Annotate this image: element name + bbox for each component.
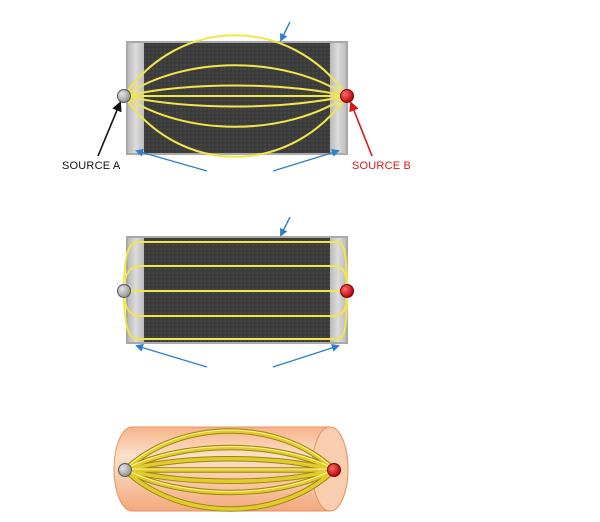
field-line	[123, 290, 348, 340]
annotation-arrow-top	[280, 21, 291, 42]
source-b-node	[340, 89, 354, 103]
source-a-node	[118, 463, 132, 477]
rope-strand	[123, 429, 336, 472]
annotation-arrow-top	[280, 216, 291, 237]
panel-parallel	[117, 216, 354, 368]
source-b-arrow	[349, 101, 373, 157]
source-b-node	[327, 463, 341, 477]
source-a-label: SOURCE A	[62, 160, 121, 172]
source-a-arrow	[97, 101, 122, 157]
field-line	[123, 265, 348, 292]
field-line	[123, 84, 348, 97]
source-a-node	[117, 284, 131, 298]
field-line	[123, 34, 348, 97]
annotation-arrow-left	[135, 148, 208, 172]
source-b-node	[340, 284, 354, 298]
field-line	[123, 64, 348, 97]
field-line	[123, 241, 348, 292]
field-line	[123, 95, 348, 158]
field-line	[123, 95, 348, 128]
rope-strand	[123, 445, 336, 472]
annotation-arrow-right	[272, 344, 340, 368]
source-a-node	[117, 89, 131, 103]
field-line	[123, 95, 348, 108]
source-b-label: SOURCE B	[352, 160, 411, 172]
panel-curved: SOURCE A SOURCE B	[62, 21, 411, 172]
panel-tube	[113, 426, 349, 512]
curved-field-lines	[123, 34, 348, 158]
rope-strand	[123, 468, 336, 484]
annotation-arrow-left	[135, 343, 208, 368]
dark-core	[144, 43, 330, 153]
rope-bundle	[122, 428, 337, 512]
rope-strand	[123, 456, 336, 472]
parallel-field-lines	[123, 241, 348, 340]
rope-strand	[123, 468, 336, 511]
annotation-arrow-right	[272, 148, 340, 172]
rope-strand	[123, 468, 336, 495]
